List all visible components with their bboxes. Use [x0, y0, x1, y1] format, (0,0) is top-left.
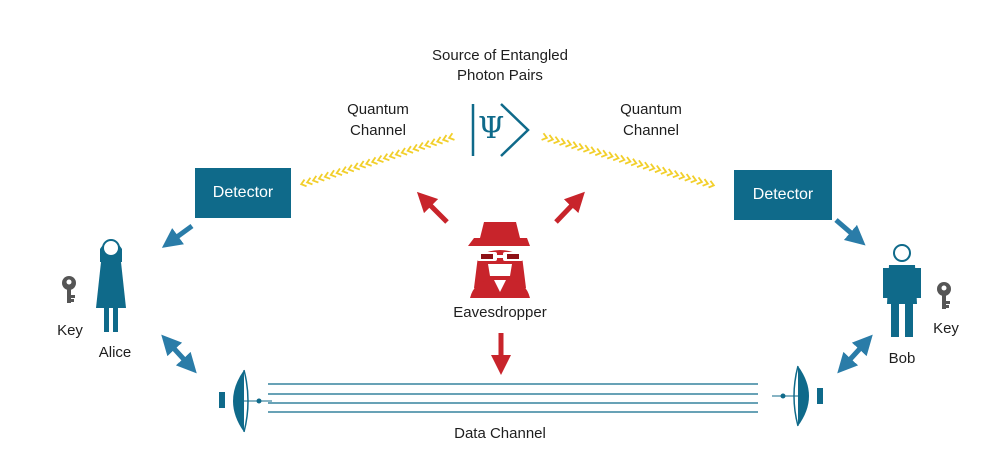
photon-chevron [358, 160, 367, 169]
photon-chevron [648, 163, 656, 172]
satellite-dish-icon-right [780, 365, 823, 427]
photon-chevron [382, 153, 390, 162]
detector-bob-arrow [834, 218, 866, 246]
source-label-line1: Source of Entangled [432, 47, 568, 64]
photon-chevron [660, 166, 668, 175]
photon-chevron [317, 173, 325, 182]
photon-chevron [583, 144, 591, 153]
quantum-channel-right [541, 132, 716, 189]
detector-alice-arrow [161, 223, 194, 248]
photon-chevron [353, 162, 361, 171]
key-label-right: Key [933, 320, 959, 337]
photon-chevron [618, 154, 626, 163]
photon-chevron [406, 145, 414, 154]
photon-chevron [435, 136, 443, 145]
quantum-channel-right-line2: Channel [623, 122, 679, 139]
photon-chevron [630, 158, 638, 167]
bob-dish-arrow [837, 334, 873, 374]
data-channel-lines [268, 383, 758, 413]
photon-chevron [553, 136, 561, 145]
key-icon-left [62, 276, 76, 303]
photon-chevron [666, 168, 674, 177]
photon-chevron [418, 141, 426, 151]
spy-arrow-right [554, 191, 585, 224]
photon-chevron [347, 164, 355, 173]
photon-chevron [678, 171, 686, 180]
data-channel-label: Data Channel [454, 425, 546, 442]
photon-chevron [565, 139, 573, 148]
photon-chevron [370, 156, 378, 165]
photon-chevron [672, 170, 680, 179]
detector-left: Detector [195, 168, 291, 218]
photon-chevron [424, 140, 432, 149]
photon-chevron [305, 177, 313, 186]
photon-chevron [376, 154, 384, 163]
alice-icon [96, 239, 126, 332]
spy-icon [468, 222, 530, 298]
bob-icon [883, 244, 921, 337]
quantum-channel-left-line1: Quantum [347, 101, 409, 118]
bob-label: Bob [888, 350, 916, 367]
source-label-line2: Photon Pairs [457, 67, 543, 84]
photon-chevron [441, 134, 449, 143]
eavesdropper-label: Eavesdropper [453, 304, 547, 321]
photon-chevron [412, 143, 420, 152]
spy-arrow-left [416, 191, 449, 224]
photon-chevron [364, 158, 372, 167]
photon-chevron [654, 164, 662, 174]
alice-label: Alice [98, 344, 132, 361]
photon-chevron [708, 180, 716, 189]
photon-chevron [624, 156, 632, 165]
photon-chevron [400, 147, 408, 156]
photon-chevron [696, 176, 704, 185]
photon-chevron [642, 161, 650, 170]
psi-source-icon [471, 103, 530, 157]
photon-chevron [636, 159, 644, 168]
photon-chevron [559, 137, 567, 146]
photon-chevron [702, 178, 710, 187]
photon-chevron [329, 169, 337, 178]
quantum-channel-right-line1: Quantum [620, 101, 682, 118]
photon-chevron [588, 146, 596, 155]
photon-chevron [429, 138, 438, 147]
photon-chevron [311, 175, 319, 184]
photon-chevron [571, 141, 579, 150]
photon-chevron [547, 134, 555, 143]
photon-chevron [299, 179, 307, 188]
photon-chevron [600, 149, 608, 158]
photon-chevron [541, 132, 549, 141]
photon-chevron [594, 147, 602, 157]
photon-chevron [394, 149, 402, 158]
photon-chevron [684, 173, 692, 182]
key-icon-right [937, 282, 951, 309]
psi-symbol: Ψ [478, 111, 505, 146]
photon-chevron [323, 171, 331, 180]
detector-right: Detector [734, 170, 832, 220]
photon-chevron [341, 166, 349, 175]
photon-chevron [388, 151, 396, 160]
photon-chevron [606, 151, 614, 160]
photon-chevron [335, 167, 343, 176]
photon-chevron [577, 142, 585, 151]
photon-chevron [612, 153, 620, 162]
quantum-channel-left-line2: Channel [350, 122, 406, 139]
alice-dish-arrow [161, 334, 197, 374]
satellite-dish-icon-left [219, 369, 262, 433]
quantum-channel-left [299, 132, 455, 188]
photon-chevron [447, 132, 455, 141]
key-label-left: Key [57, 322, 83, 339]
photon-chevron [690, 175, 698, 184]
